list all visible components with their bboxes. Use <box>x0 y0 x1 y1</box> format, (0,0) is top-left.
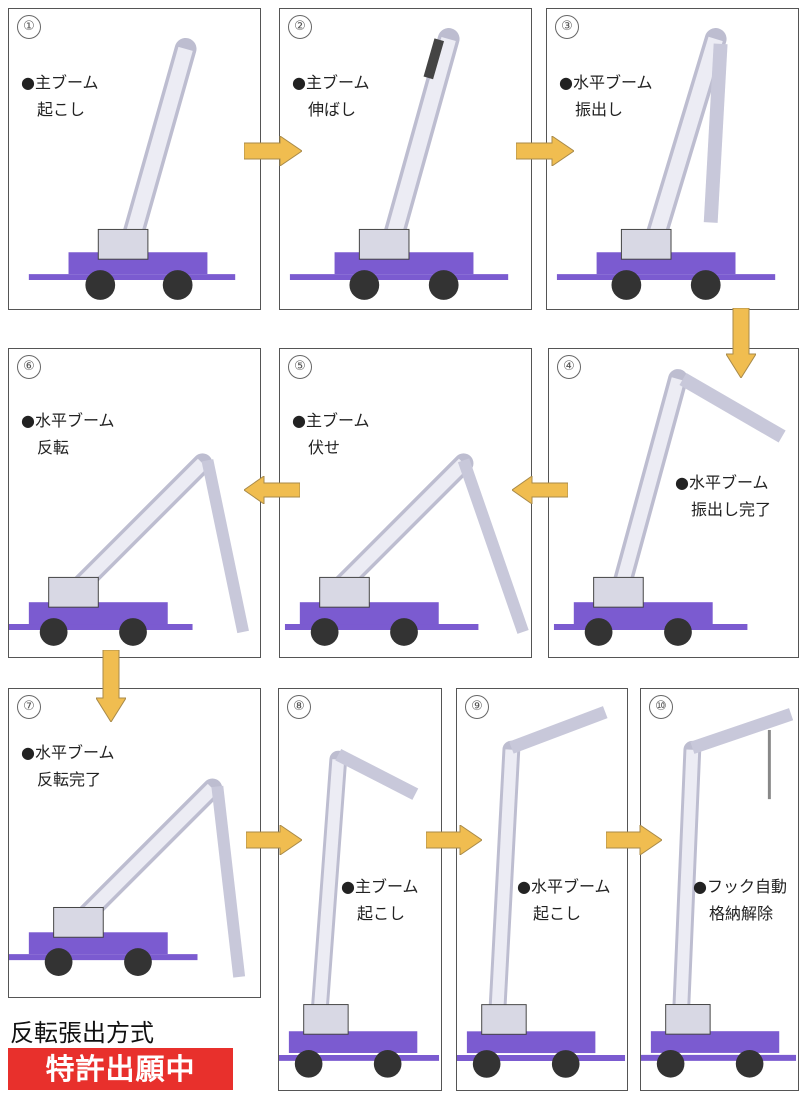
step-label-line2: 伸ばし <box>308 100 357 119</box>
step-label: ●主ブーム 伏せ <box>292 407 369 461</box>
arrow-right-icon <box>246 825 302 855</box>
step-number: ⑥ <box>17 355 41 379</box>
step-label-line1: ●主ブーム <box>341 877 419 896</box>
step-label-line2: 起こし <box>357 904 406 923</box>
step-label-line2: 伏せ <box>308 438 341 457</box>
step-label-line2: 起こし <box>533 904 582 923</box>
crane-image-2 <box>289 28 509 300</box>
step-number: ⑨ <box>465 695 489 719</box>
step-label-line2: 格納解除 <box>709 904 774 923</box>
step-label: ●主ブーム 伸ばし <box>292 69 369 123</box>
step-label-line1: ●水平ブーム <box>517 877 611 896</box>
patent-badge: 特許出願中 <box>8 1048 233 1090</box>
arrow-right-icon <box>244 136 302 166</box>
crane-image-4 <box>553 369 786 646</box>
step-panel-9: ⑨ ●水平ブーム 起こし <box>456 688 628 1091</box>
step-panel-7: ⑦ ●水平ブーム 反転完了 <box>8 688 261 998</box>
step-label: ●水平ブーム 振出し <box>559 69 652 123</box>
step-panel-10: ⑩ ●フック自動 格納解除 <box>640 688 799 1091</box>
arrow-left-icon <box>512 476 568 504</box>
step-label-line1: ●主ブーム <box>292 411 370 430</box>
step-label-line1: ●主ブーム <box>21 73 99 92</box>
crane-image-8 <box>279 748 440 1078</box>
step-label-line1: ●主ブーム <box>292 73 370 92</box>
step-label: ●フック自動 格納解除 <box>693 873 787 927</box>
step-label-line1: ●水平ブーム <box>559 73 653 92</box>
step-number: ② <box>288 15 312 39</box>
step-panel-8: ⑧ ●主ブーム 起こし <box>278 688 442 1091</box>
step-label: ●主ブーム 起こし <box>21 69 98 123</box>
arrow-left-icon <box>244 476 300 504</box>
step-number: ④ <box>557 355 581 379</box>
arrow-down-icon <box>96 650 126 722</box>
step-label-line1: ●水平ブーム <box>675 473 769 492</box>
arrow-right-icon <box>606 825 662 855</box>
method-title: 反転張出方式 <box>10 1019 154 1047</box>
step-label: ●水平ブーム 振出し完了 <box>675 469 771 523</box>
step-label-line1: ●フック自動 <box>693 877 787 896</box>
step-label-line2: 起こし <box>37 100 86 119</box>
crane-image-3 <box>556 28 776 300</box>
step-label-line2: 振出し <box>575 100 624 119</box>
step-panel-4: ④ ●水平ブーム 振出し完了 <box>548 348 799 658</box>
step-label-line2: 振出し完了 <box>691 500 772 519</box>
step-number: ⑧ <box>287 695 311 719</box>
step-label-line1: ●水平ブーム <box>21 411 115 430</box>
crane-image-1 <box>28 37 236 300</box>
arrow-right-icon <box>426 825 482 855</box>
step-label: ●水平ブーム 反転完了 <box>21 739 114 793</box>
step-label: ●水平ブーム 起こし <box>517 873 610 927</box>
step-panel-6: ⑥ ●水平ブーム 反転 <box>8 348 261 658</box>
crane-image-9 <box>457 706 626 1078</box>
step-label: ●主ブーム 起こし <box>341 873 418 927</box>
step-label-line1: ●水平ブーム <box>21 743 115 762</box>
step-label-line2: 反転完了 <box>37 770 102 789</box>
crane-image-5 <box>284 453 529 646</box>
step-label: ●水平ブーム 反転 <box>21 407 114 461</box>
step-panel-2: ② ●主ブーム 伸ばし <box>279 8 532 310</box>
arrow-down-icon <box>726 308 756 378</box>
step-panel-1: ① ●主ブーム 起こし <box>8 8 261 310</box>
step-number: ⑩ <box>649 695 673 719</box>
crane-image-10 <box>641 708 797 1078</box>
step-number: ③ <box>555 15 579 39</box>
crane-image-7 <box>9 778 246 978</box>
step-number: ① <box>17 15 41 39</box>
step-number: ⑦ <box>17 695 41 719</box>
crane-image-6 <box>9 453 249 646</box>
step-panel-3: ③ ●水平ブーム 振出し <box>546 8 799 310</box>
arrow-right-icon <box>516 136 574 166</box>
step-label-line2: 反転 <box>37 438 70 457</box>
step-panel-5: ⑤ ●主ブーム 伏せ <box>279 348 532 658</box>
step-number: ⑤ <box>288 355 312 379</box>
